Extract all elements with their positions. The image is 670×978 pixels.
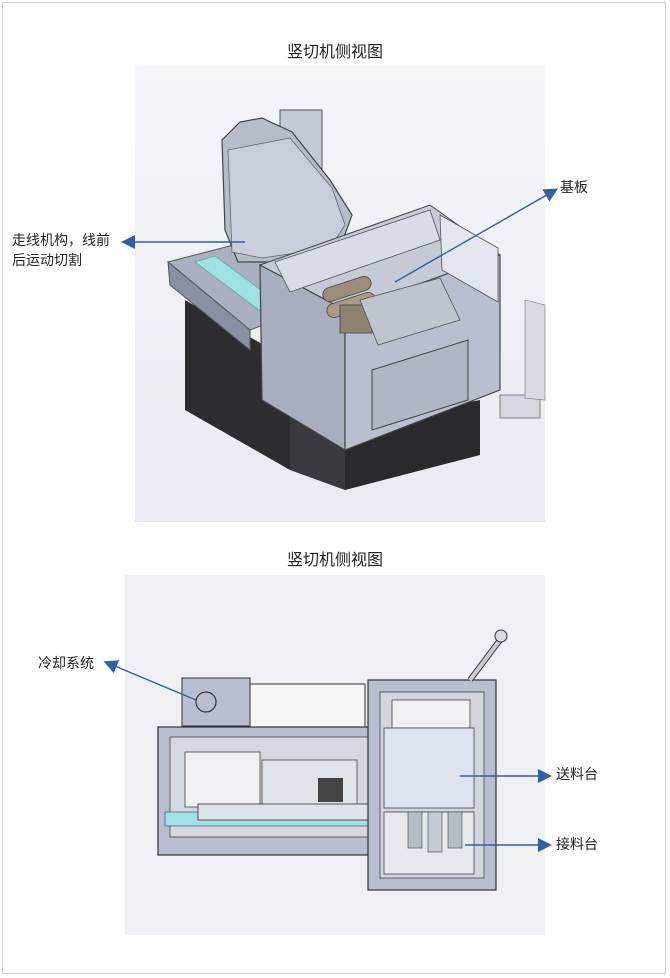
label-cooling-system: 冷却系统: [38, 656, 94, 672]
base-plate: [359, 277, 461, 346]
arrow-right-label: [394, 188, 559, 283]
front-door: [371, 339, 469, 431]
label-feed-table: 送料台: [556, 767, 598, 783]
label-receive-table: 接料台: [556, 837, 598, 853]
label-wire-mechanism-line2: 后运动切割: [12, 253, 82, 269]
top-machine-3d: [166, 109, 546, 490]
top-diagram-title: 竖切机侧视图: [286, 42, 383, 61]
feed-table: [383, 727, 475, 809]
label-wire-mechanism-line1: 走线机构，线前: [12, 233, 110, 249]
label-base-plate: 基板: [560, 180, 588, 196]
bottom-diagram-title: 竖切机侧视图: [286, 550, 383, 569]
bottom-machine-plan: [157, 629, 508, 891]
machine-base: [185, 300, 290, 470]
arrow-cooling: [103, 660, 197, 701]
